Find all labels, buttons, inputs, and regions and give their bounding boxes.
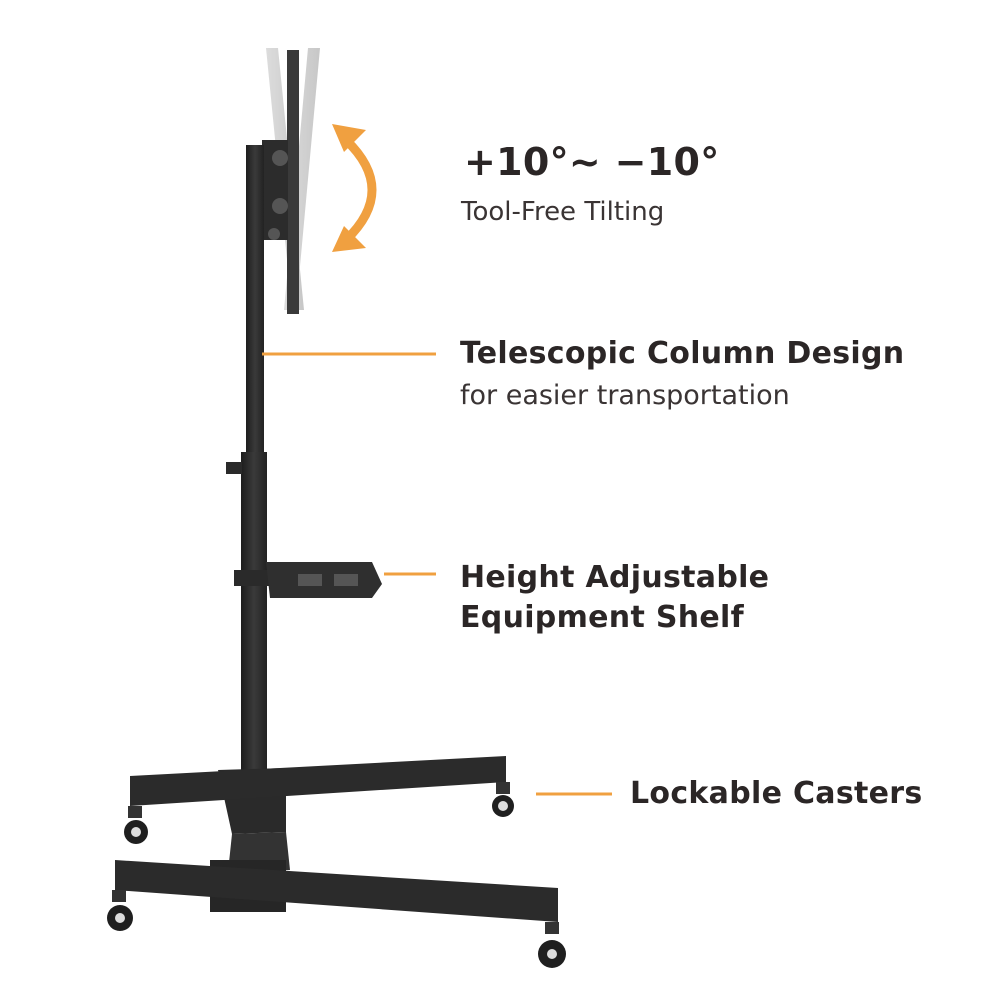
tilt-arrow-head-bottom — [332, 226, 366, 252]
tilt-arrow-icon — [342, 136, 377, 244]
front-leg — [115, 860, 558, 922]
shelf-heading-line1: Height Adjustable — [460, 560, 770, 595]
caster-front-left — [107, 890, 133, 931]
caster-rear-right — [492, 782, 514, 817]
tilt-bracket — [262, 140, 288, 240]
casters-heading: Lockable Casters — [630, 776, 923, 811]
equipment-shelf — [234, 562, 382, 598]
column-subheading: for easier transportation — [460, 380, 790, 411]
shelf-heading-line2: Equipment Shelf — [460, 600, 744, 635]
column-knob — [226, 462, 242, 474]
shelf-heading: Height Adjustable Equipment Shelf — [460, 558, 769, 638]
caster-rear-left — [124, 806, 148, 844]
tilt-subheading: Tool-Free Tilting — [461, 197, 665, 227]
upper-column — [246, 145, 264, 455]
tilt-heading: +10°~ −10° — [464, 140, 720, 184]
rear-leg — [130, 756, 506, 806]
tilt-arrow-head-top — [332, 124, 366, 152]
caster-front-right — [538, 922, 566, 968]
lower-column — [241, 452, 267, 782]
tv-panel — [287, 50, 299, 314]
column-heading: Telescopic Column Design — [460, 336, 905, 371]
